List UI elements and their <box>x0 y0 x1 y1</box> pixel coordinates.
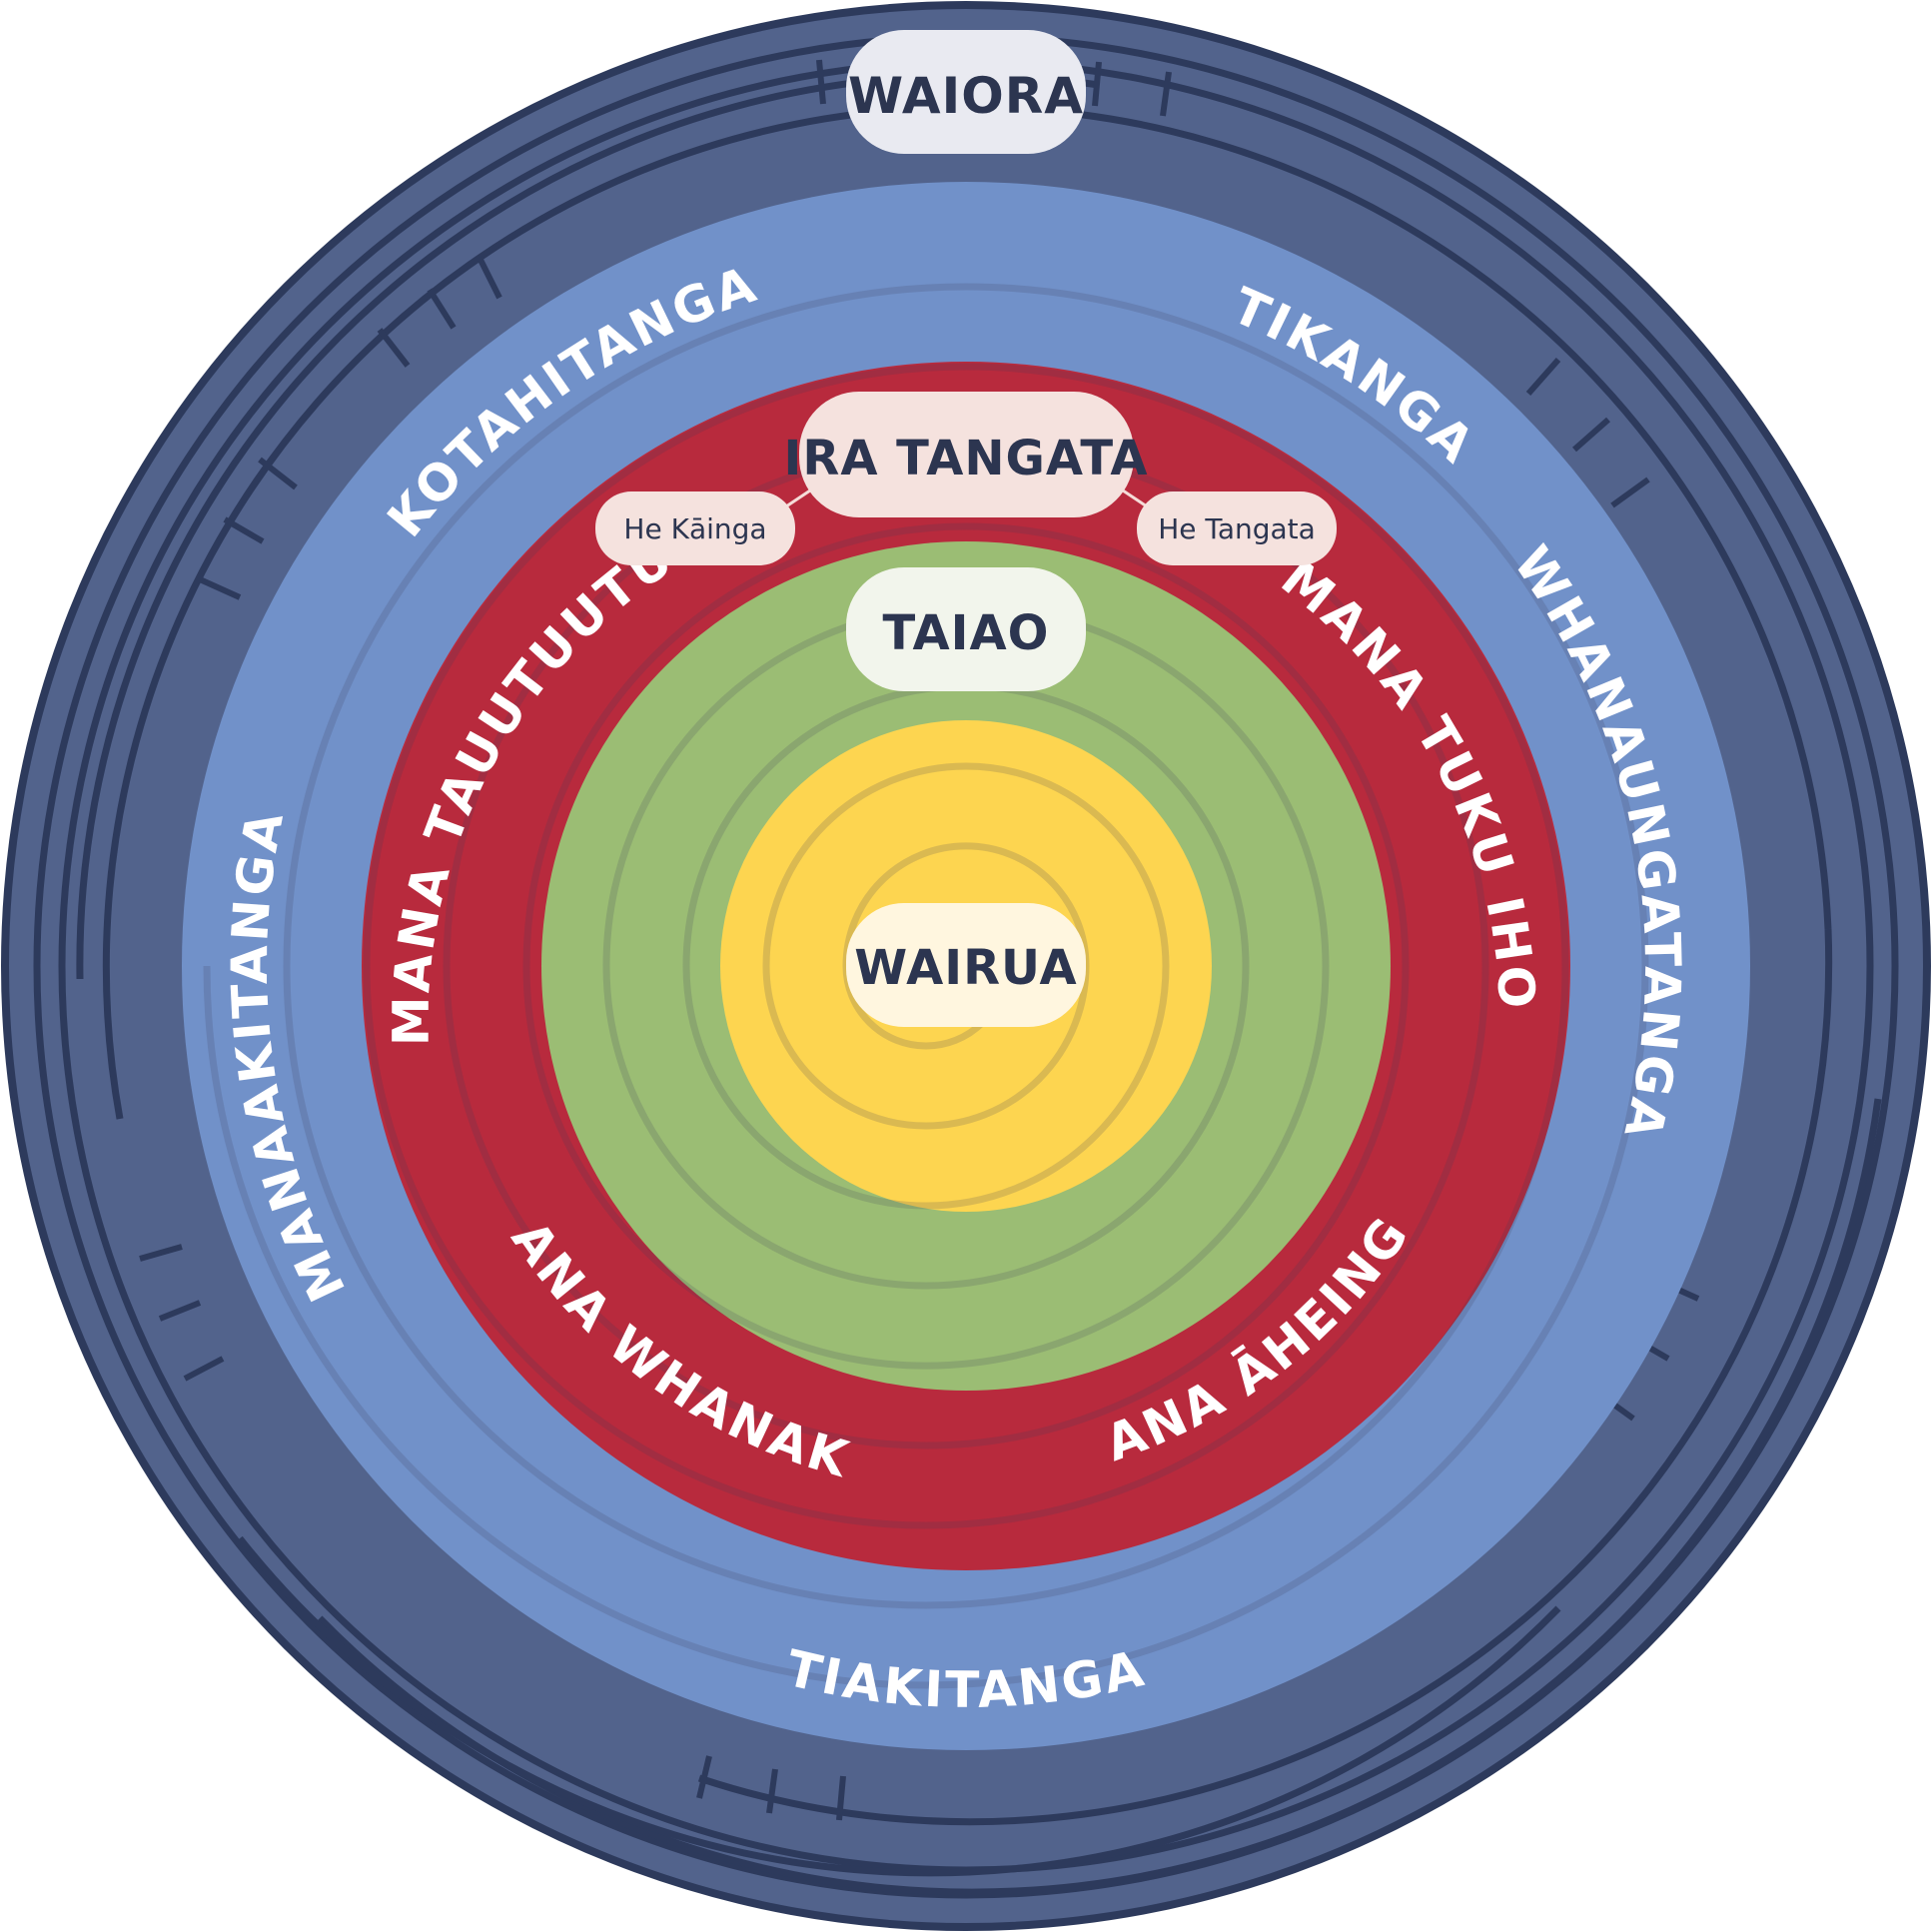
waiora-pill: WAIORA <box>846 30 1086 154</box>
waiora-text: WAIORA <box>848 67 1084 125</box>
he-tangata-text: He Tangata <box>1158 512 1316 545</box>
he-tangata-pill: He Tangata <box>1137 491 1337 565</box>
taiao-text: TAIAO <box>883 605 1050 661</box>
taiao-pill: TAIAO <box>846 567 1086 691</box>
he-kainga-pill: He Kāinga <box>595 491 795 565</box>
wairua-text: WAIRUA <box>854 940 1077 996</box>
wairua-pill: WAIRUA <box>846 903 1086 1027</box>
ira-tangata-pill: IRA TANGATA <box>784 392 1149 517</box>
ira-tangata-text: IRA TANGATA <box>784 431 1149 486</box>
he-kainga-text: He Kāinga <box>623 512 766 545</box>
koru-pattern <box>203 283 1649 1689</box>
